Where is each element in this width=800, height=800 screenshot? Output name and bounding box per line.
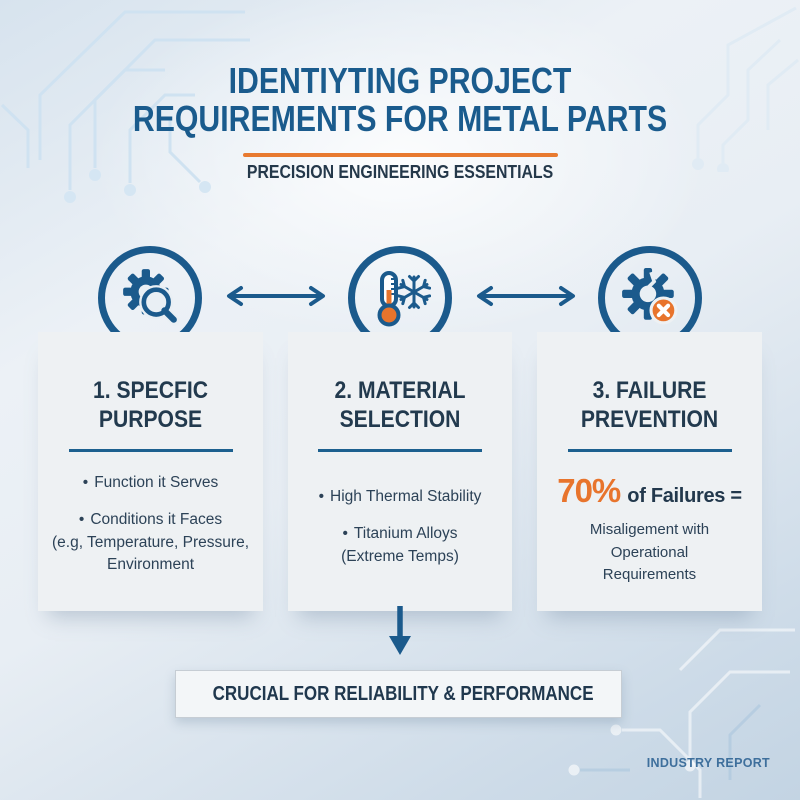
card3-heading: 3. FAILURE PREVENTION: [580, 377, 719, 433]
card2-bullets: •High Thermal Stability •Titanium Alloys…: [288, 486, 512, 568]
card2-heading: 2. MATERIAL SELECTION: [334, 377, 466, 433]
page-title: IDENTIYTING PROJECT REQUIREMENTS FOR MET…: [0, 62, 800, 138]
card-specific-purpose: 1. SPECFIC PURPOSE •Function it Serves •…: [38, 332, 263, 611]
list-item: •Conditions it Faces (e.g, Temperature, …: [52, 511, 249, 574]
industry-report-label: INDUSTRY REPORT: [646, 756, 770, 770]
x-mark: [656, 303, 671, 318]
card1-heading: 1. SPECFIC PURPOSE: [92, 377, 209, 433]
stat-description: Misaligement with Operational Requiremen…: [589, 521, 710, 583]
card3-divider: [567, 449, 732, 452]
stat-value: 70%: [557, 472, 621, 509]
list-item: •Function it Serves: [82, 474, 219, 491]
title-underline: [243, 153, 558, 157]
card1-bullets: •Function it Serves •Conditions it Faces…: [38, 472, 263, 577]
card-failure-prevention: 3. FAILURE PREVENTION 70% of Failures = …: [537, 332, 762, 611]
stat-label: of Failures =: [627, 485, 742, 507]
double-arrow-icon: [477, 286, 575, 306]
gear-magnifier-icon: [98, 246, 202, 350]
page-title-line2: REQUIREMENTS FOR METAL PARTS: [132, 98, 668, 139]
banner-label: CRUCIAL FOR RELIABILITY & PERFORMANCE: [212, 682, 594, 705]
page-subtitle: PRECISION ENGINEERING ESSENTIALS: [246, 162, 554, 182]
gear-magnifier-glyph: [123, 269, 180, 326]
page-title-line1: IDENTIYTING PROJECT: [228, 60, 572, 101]
down-arrow-icon: [389, 606, 411, 655]
failure-stat: 70% of Failures =: [537, 472, 762, 510]
card2-divider: [318, 449, 482, 452]
list-item: •Titanium Alloys (Extreme Temps): [341, 525, 459, 565]
bullet-glyph: •: [342, 525, 348, 543]
bullet-glyph: •: [78, 511, 85, 529]
broken-gear-glyph: [622, 268, 678, 325]
card-material-selection: 2. MATERIAL SELECTION •High Thermal Stab…: [288, 332, 512, 611]
thermometer-snowflake-glyph: [377, 271, 431, 327]
bullet-glyph: •: [318, 488, 325, 505]
bullet-glyph: •: [82, 474, 89, 491]
list-item: •High Thermal Stability: [318, 488, 482, 505]
double-arrow-icon: [227, 286, 325, 306]
conclusion-banner: CRUCIAL FOR RELIABILITY & PERFORMANCE: [175, 670, 622, 718]
card1-divider: [68, 449, 233, 452]
